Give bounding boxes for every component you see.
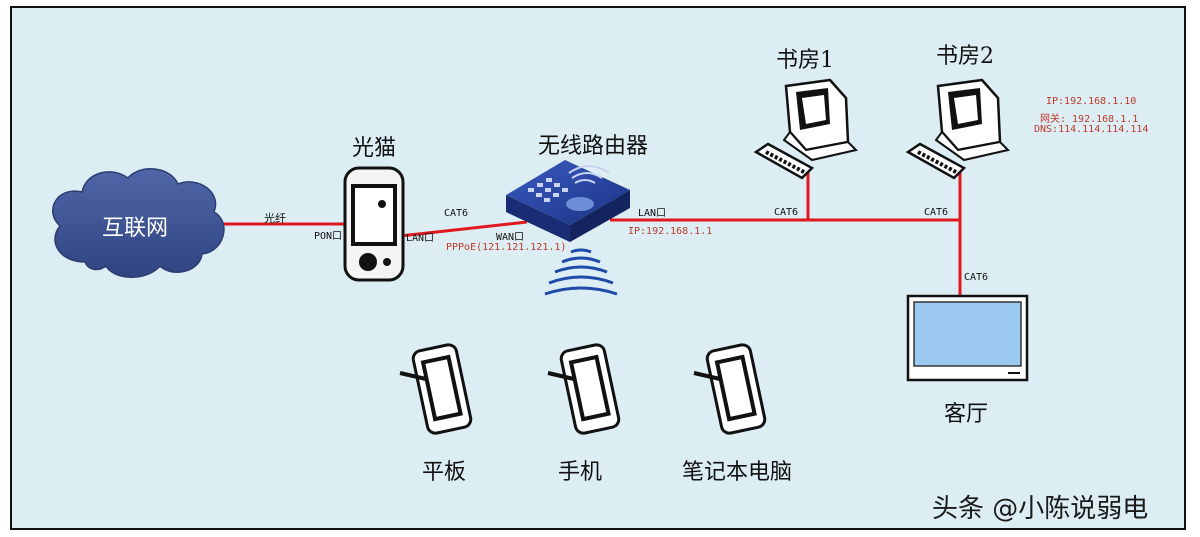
laptop-label: 笔记本电脑 [682,460,793,485]
modem-label: 光猫 [352,136,397,161]
study2-computer-icon [905,78,1010,180]
phone-icon [547,343,621,435]
tv-icon [906,294,1029,382]
modem-lan-label: LAN口 [406,233,435,244]
fiber-label: 光纤 [264,212,286,225]
cat6-living-label: CAT6 [964,272,989,283]
router-ip-label: IP:192.168.1.1 [628,226,713,237]
router-lan-label: LAN口 [638,208,667,219]
cat6-study1-label: CAT6 [774,207,799,218]
cat6-modem-router-label: CAT6 [444,208,469,219]
modem-router-line [399,220,528,238]
cat6-study2-label: CAT6 [924,207,949,218]
internet-cloud-icon [52,168,225,278]
wan-port-label: WAN口 [496,232,525,243]
router-label: 无线路由器 [538,134,649,159]
phone-label: 手机 [558,460,603,485]
router-icon [506,160,630,242]
internet-label: 互联网 [102,216,169,241]
watermark-text: 头条 @小陈说弱电 [932,494,1149,524]
pc-dns-label: DNS:114.114.114.114 [1034,124,1149,135]
tablet-icon [399,343,473,435]
study2-label: 书房2 [936,44,994,69]
study1-computer-icon [753,78,858,180]
modem-icon [343,166,405,282]
pc-ip-label: IP:192.168.1.10 [1046,96,1137,107]
pc-gateway-label: 网关: 192.168.1.1 [1040,114,1139,125]
pon-port-label: PON口 [314,231,343,242]
study1-label: 书房1 [776,48,834,73]
connection-lines [222,165,962,298]
wifi-waves-icon [544,248,618,296]
laptop-device-icon [693,343,767,435]
living-room-label: 客厅 [944,402,989,427]
pppoe-label: PPPoE(121.121.121.1) [446,242,567,253]
tablet-label: 平板 [422,460,467,485]
